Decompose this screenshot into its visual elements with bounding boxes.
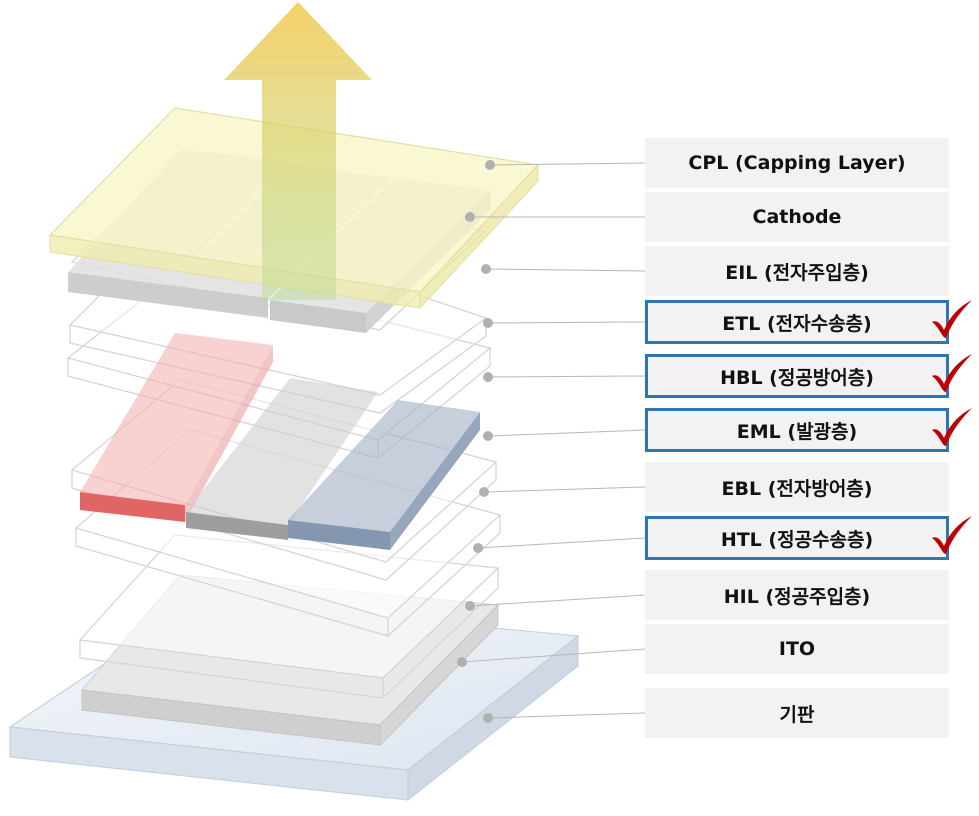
layer-label-7: HTL (정공수송층)	[645, 516, 949, 560]
leader-dot-1	[465, 212, 475, 222]
leader-dot-9	[457, 657, 467, 667]
check-mark-icon	[932, 300, 972, 338]
leader-line-9	[461, 648, 646, 663]
leader-line-8	[469, 594, 646, 607]
check-mark-icon	[932, 408, 972, 446]
leader-line-6	[483, 486, 646, 493]
leader-dot-5	[483, 431, 493, 441]
leader-dot-7	[473, 543, 483, 553]
eml-emitters	[80, 333, 480, 550]
layer-label-3: ETL (전자수송층)	[645, 300, 949, 344]
leader-dot-4	[483, 372, 493, 382]
leader-dot-10	[483, 713, 493, 723]
layer-label-10: 기판	[645, 688, 949, 738]
layer-label-8: HIL (정공주입층)	[645, 570, 949, 620]
leader-dot-6	[479, 487, 489, 497]
check-mark-icon	[932, 354, 972, 392]
layer-label-0: CPL (Capping Layer)	[645, 138, 949, 188]
check-mark-icon	[932, 516, 972, 554]
leader-line-2	[485, 268, 646, 272]
leader-dot-0	[485, 160, 495, 170]
layer-label-5: EML (발광층)	[645, 408, 949, 452]
leader-line-5	[487, 429, 646, 437]
layer-label-4: HBL (정공방어층)	[645, 354, 949, 398]
leader-dot-3	[483, 318, 493, 328]
layer-label-9: ITO	[645, 624, 949, 674]
layer-label-1: Cathode	[645, 192, 949, 242]
leader-line-0	[489, 162, 646, 166]
leader-dot-8	[465, 601, 475, 611]
layer-label-2: EIL (전자주입층)	[645, 246, 949, 296]
leader-line-4	[487, 375, 646, 378]
leader-line-7	[477, 537, 646, 549]
layer-label-6: EBL (전자방어층)	[645, 462, 949, 512]
leader-line-10	[487, 712, 646, 719]
up-arrow-icon	[224, 2, 372, 300]
leader-lines	[457, 160, 646, 723]
leader-dot-2	[481, 264, 491, 274]
leader-line-3	[487, 321, 646, 324]
